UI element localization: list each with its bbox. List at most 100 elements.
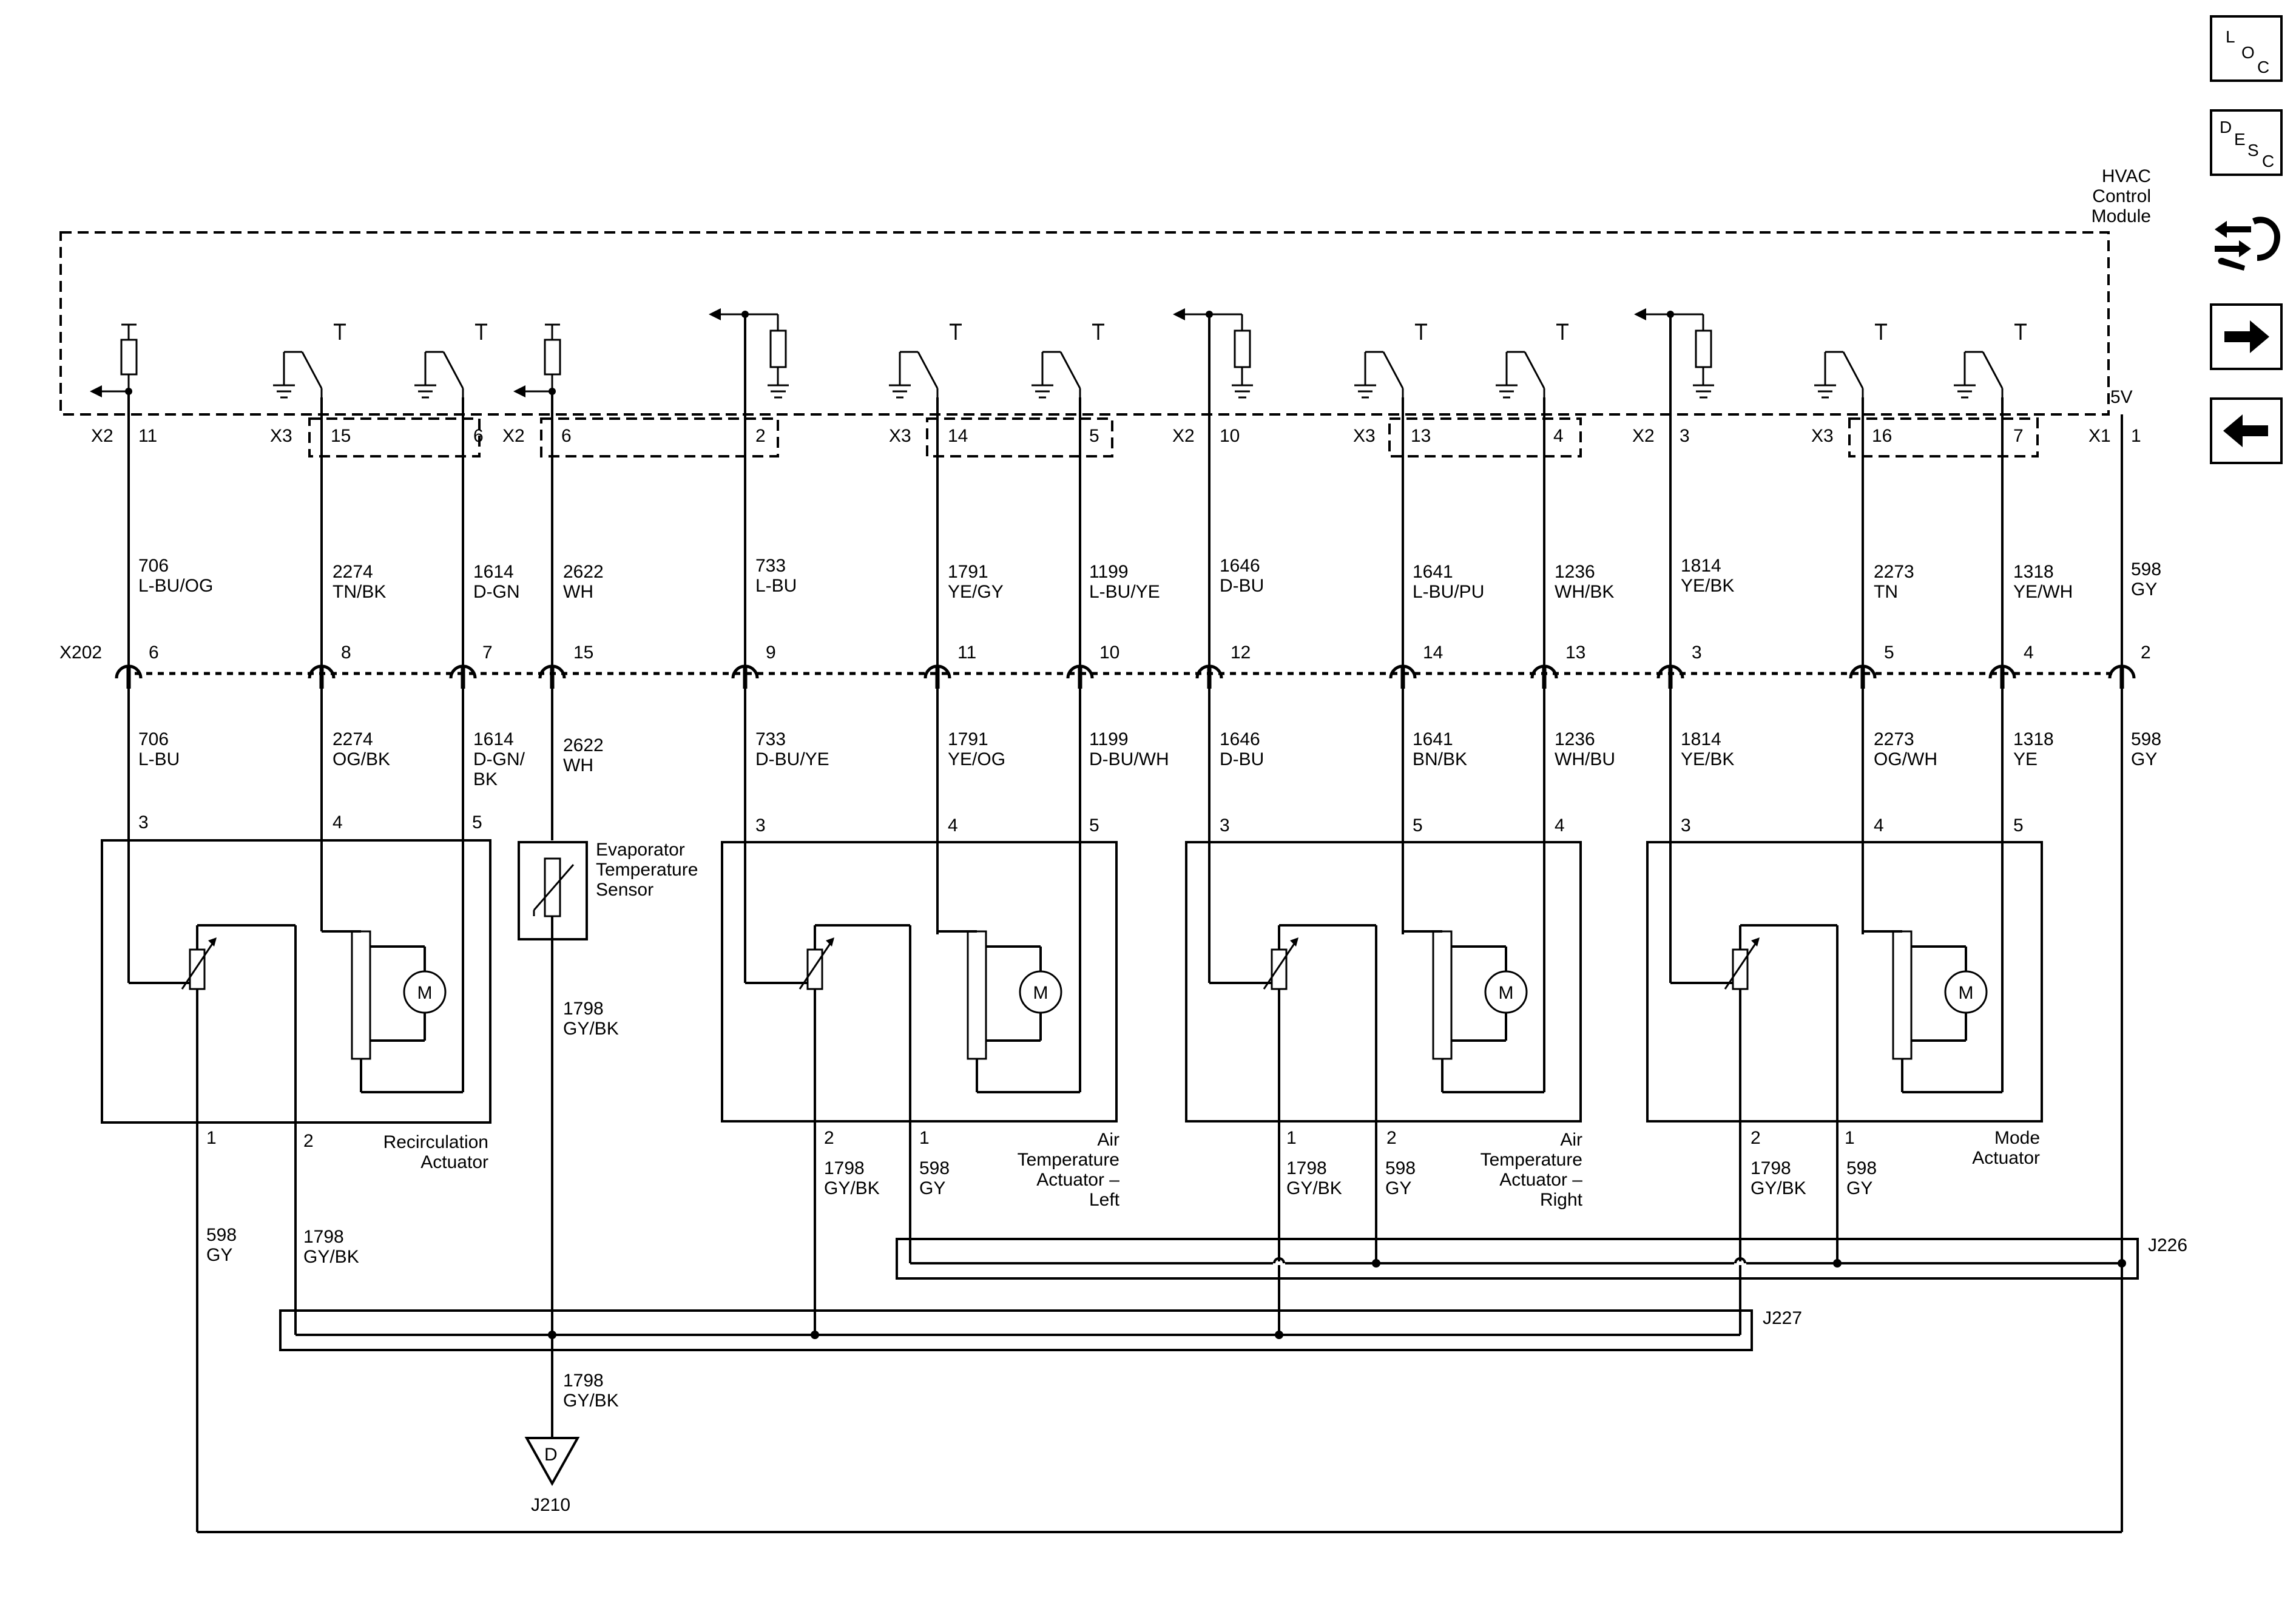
module-pin-number: 4: [1553, 426, 1564, 446]
pin-pair-box-evap: [540, 417, 779, 457]
module-pin-number: 5: [1089, 426, 1099, 446]
wire-circuit: 1614: [473, 562, 514, 582]
loc-letter: L: [2226, 27, 2235, 46]
potentiometer: [806, 948, 823, 990]
wire-color: BN/BK: [1413, 749, 1467, 769]
wire-circuit: 1798: [563, 1371, 604, 1391]
wire-circuit: 706: [138, 556, 169, 576]
x202-pin-number: 15: [573, 643, 593, 663]
wire-color: L-BU: [138, 749, 180, 769]
wire-color: WH/BK: [1555, 582, 1614, 602]
gear-train: [967, 930, 987, 1060]
actuator-name-line: Recirculation: [383, 1132, 488, 1152]
wire-color: D-BU/WH: [1089, 749, 1169, 769]
wire-circuit: 1646: [1220, 729, 1260, 749]
arrow-right-icon: [2224, 320, 2269, 353]
loc-button[interactable]: L O C: [2210, 15, 2283, 82]
desc-letter: E: [2234, 130, 2246, 149]
next-page-button[interactable]: [2210, 303, 2283, 370]
wire-circuit: 1641: [1413, 729, 1453, 749]
actuator-mode: M: [1646, 841, 2043, 1122]
wire-color: L-BU/YE: [1089, 582, 1160, 602]
wire-circuit: 598: [1385, 1158, 1416, 1178]
actuator-name-line: Actuator: [1972, 1148, 2040, 1168]
reference-tap-3: [1634, 308, 1714, 399]
motor-symbol: M: [1033, 983, 1048, 1003]
module-pin-number: 15: [331, 426, 351, 446]
wire-color: GY/BK: [824, 1178, 880, 1198]
wire-circuit: 1614: [473, 729, 514, 749]
actuator-name-line: Temperature: [1481, 1150, 1582, 1170]
module-pin-connector: X2: [1632, 426, 1655, 446]
wire-color: GY: [206, 1245, 232, 1265]
wire-color: D-BU: [1220, 576, 1264, 596]
inline-connector-x202: X202 6 8 7 15 9 11 10 12 14 13 3 5 4 2: [59, 643, 2151, 689]
actuator-pin: 3: [138, 812, 149, 832]
wire-color: WH: [563, 582, 593, 602]
bottom-wiring: J226 J227 598 GY 1798 GY/BK 1798 GY/BK 5…: [196, 1122, 2187, 1533]
previous-page-button[interactable]: [2210, 397, 2283, 464]
loc-letter: O: [2241, 43, 2255, 62]
module-pin-connector: X2: [502, 426, 525, 446]
module-pin-connector: X3: [1811, 426, 1834, 446]
wire-color: GY: [919, 1178, 945, 1198]
wire-circuit: 598: [2131, 729, 2161, 749]
wire-circuit: 1318: [2013, 729, 2054, 749]
wire-circuit: 1199: [1089, 562, 1129, 582]
module-pin-connector: X3: [889, 426, 911, 446]
wire-circuit: 1798: [1751, 1158, 1791, 1178]
wire-circuit: 1798: [824, 1158, 865, 1178]
actuator-name-line: Actuator –: [1036, 1170, 1119, 1190]
x202-pin-number: 12: [1231, 643, 1251, 663]
actuator-pin: 4: [1874, 815, 1884, 836]
x202-pin-number: 3: [1692, 643, 1702, 663]
wire-circuit: 1236: [1555, 562, 1595, 582]
x202-pin-number: 7: [482, 643, 493, 663]
actuator-pin: 2: [824, 1128, 834, 1148]
evaporator-temperature-sensor: Evaporator Temperature Sensor 1798 GY/BK: [518, 840, 698, 1408]
wire-circuit: 733: [755, 729, 786, 749]
splice-j226: [896, 1238, 2139, 1280]
driver-switch: [273, 323, 346, 399]
wire-color: YE/WH: [2013, 582, 2073, 602]
wire-circuit: 598: [2131, 559, 2161, 579]
x202-pin-number: 11: [957, 643, 976, 663]
wire-circuit: 1798: [563, 999, 604, 1019]
motor-symbol: M: [417, 983, 433, 1003]
module-pin-number: 10: [1220, 426, 1240, 446]
module-pin-number: 1: [2131, 426, 2141, 446]
actuator-name-line: Air: [1560, 1130, 1582, 1150]
actuator-pin: 3: [1220, 815, 1230, 836]
wire-circuit: 2274: [333, 729, 373, 749]
module-pin-number: 11: [138, 426, 157, 446]
wire-color: GY: [1846, 1178, 1872, 1198]
wire-color: WH/BU: [1555, 749, 1615, 769]
motor-symbol: M: [1499, 983, 1514, 1003]
wire-circuit: 1318: [2013, 562, 2054, 582]
x202-pin-number: 9: [766, 643, 776, 663]
wire-circuit: 733: [755, 556, 786, 576]
wire-color: L-BU: [755, 576, 797, 596]
driver-switch: [889, 323, 962, 399]
module-voltage-label: 5V: [2110, 387, 2133, 407]
ground-letter: D: [544, 1445, 558, 1465]
connector-tool-icon[interactable]: [2209, 200, 2284, 276]
module-pin-connector: X3: [1353, 426, 1376, 446]
actuator-name-line: Actuator: [420, 1152, 488, 1172]
x202-pin-number: 14: [1423, 643, 1443, 663]
desc-button[interactable]: D E S C: [2210, 109, 2283, 176]
actuator-pin: 3: [1681, 815, 1691, 836]
module-pin-connector: X1: [2088, 426, 2111, 446]
x202-pin-number: 13: [1565, 643, 1585, 663]
actuator-pin: 1: [919, 1128, 930, 1148]
actuator-housing: [1185, 841, 1582, 1122]
actuator-pin: 4: [333, 812, 343, 832]
wire-circuit: 1641: [1413, 562, 1453, 582]
x202-pin-number: 8: [341, 643, 351, 663]
module-pin-number: 14: [948, 426, 968, 446]
wire-circuit: 706: [138, 729, 169, 749]
wire-circuit: 1199: [1089, 729, 1129, 749]
x202-pin-number: 2: [2141, 643, 2151, 663]
wire-circuit: 2622: [563, 735, 604, 755]
